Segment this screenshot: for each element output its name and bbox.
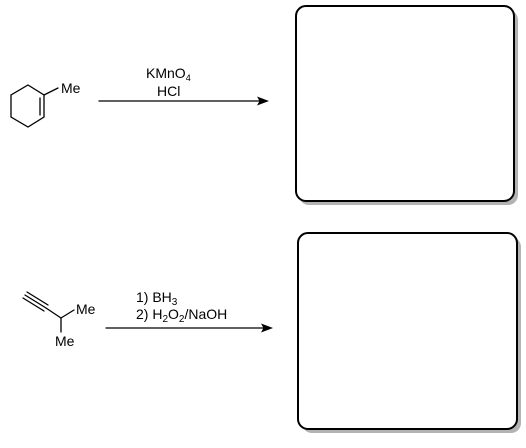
- methyl-label: Me: [61, 80, 81, 96]
- triple-bond-line-2: [24, 294, 47, 309]
- cyclohexene-ring: [10, 84, 45, 128]
- product-box-2[interactable]: [297, 232, 521, 433]
- reaction-2-reagents: 1) BH3 2) H2O2/NaOH: [136, 289, 227, 325]
- methylbutyne-structure: Me Me: [22, 291, 96, 349]
- triple-bond-line-3: [26, 291, 49, 306]
- product-box-1[interactable]: [295, 5, 518, 205]
- reaction-2-arrow: [105, 323, 273, 333]
- upper-methyl-label: Me: [76, 301, 96, 317]
- reaction-1-arrow: [98, 96, 269, 106]
- methyl-bond: [43, 87, 59, 96]
- methylcyclohexene-structure: Me: [10, 80, 81, 128]
- reagent-step-1: 1) BH3: [136, 289, 178, 308]
- reagent-step-2: 2) H2O2/NaOH: [136, 306, 227, 325]
- triple-bond-line-1: [22, 297, 45, 312]
- reagent-kmno4: KMnO4: [146, 65, 191, 83]
- alkyne-ch-bond: [45, 307, 62, 319]
- reagent-hcl: HCl: [157, 83, 180, 99]
- upper-methyl-bond: [60, 309, 75, 319]
- reaction-1-reagents: KMnO4 HCl: [146, 65, 191, 99]
- lower-methyl-label: Me: [55, 333, 75, 349]
